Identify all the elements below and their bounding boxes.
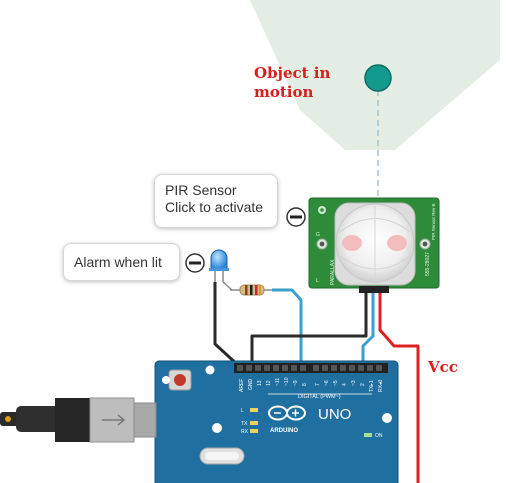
pin-label-3: ~3 <box>351 380 357 386</box>
alarm-callout-text: Alarm when lit <box>74 254 162 270</box>
pir-callout-title: PIR Sensor <box>165 182 237 198</box>
pin-label-13: 13 <box>257 380 263 386</box>
aref-label: AREF <box>239 379 245 392</box>
pir-sensor-callout[interactable]: PIR Sensor Click to activate <box>154 174 278 228</box>
pin-label-12: 12 <box>266 380 272 386</box>
object-dot-icon[interactable] <box>364 64 392 92</box>
on-led-label: ON <box>375 433 383 439</box>
pin-label-10: ~10 <box>284 377 290 386</box>
rx-led-label: RX <box>241 429 249 435</box>
gnd-label: GND <box>248 379 254 391</box>
object-label-line2: motion <box>254 83 314 101</box>
led-icon[interactable] <box>209 249 229 282</box>
wire-pir-vcc[interactable] <box>378 293 420 483</box>
arduino-uno-board[interactable]: AREF GND 13 12 ~11 ~10 ~9 8 7 ~6 ~5 4 ~3… <box>154 360 399 483</box>
pir-right-text: 555-28027 <box>425 252 431 276</box>
pir-minus-circle-icon[interactable] <box>286 207 306 227</box>
pin-label-4: 4 <box>342 383 348 386</box>
uno-label: UNO <box>318 406 351 423</box>
wire-led-anode[interactable] <box>222 281 233 291</box>
pir-sensor[interactable]: G L PARALLAX 555-28027 PIR Sensor Rev B <box>308 197 440 293</box>
resistor-icon[interactable] <box>230 284 272 296</box>
pin-label-tx1: TX▸1 <box>369 380 375 392</box>
object-in-motion-label: Object in motion <box>254 64 330 102</box>
alarm-minus-circle-icon[interactable] <box>185 253 205 273</box>
arduino-brand-label: ARDUINO <box>270 428 298 434</box>
alarm-callout[interactable]: Alarm when lit <box>63 243 180 281</box>
reset-button-icon[interactable] <box>168 369 192 391</box>
wire-gnd-pir[interactable] <box>250 293 368 366</box>
svg-text:G: G <box>316 232 320 238</box>
wire-led-ground[interactable] <box>213 282 241 368</box>
pin-label-2: 2 <box>360 383 366 386</box>
tx-led-label: TX <box>241 421 248 427</box>
pir-right-text-2: PIR Sensor Rev B <box>431 203 436 240</box>
usb-plug-icon[interactable] <box>0 397 157 443</box>
pin-label-9: ~9 <box>293 380 299 386</box>
pin-label-rx0: RX◂0 <box>378 380 384 392</box>
pir-left-text: PARALLAX <box>330 259 336 285</box>
pin-label-6: ~6 <box>324 380 330 386</box>
pin-label-5: ~5 <box>333 380 339 386</box>
wire-resistor-pin8[interactable] <box>272 288 303 372</box>
arduino-logo-icon <box>268 405 306 421</box>
pir-callout-instruction: Click to activate <box>165 199 264 215</box>
digital-pwm-label: DIGITAL (PWM~) <box>298 394 341 400</box>
pin-label-11: ~11 <box>275 378 281 386</box>
vcc-label: Vcc <box>428 358 458 376</box>
object-label-line1: Object in <box>254 64 331 82</box>
pin-label-7: 7 <box>315 383 321 386</box>
l-led-label: L <box>241 408 244 414</box>
pin-label-8: 8 <box>302 383 308 386</box>
wire-pir-signal[interactable] <box>361 293 375 372</box>
svg-text:L: L <box>316 278 319 284</box>
